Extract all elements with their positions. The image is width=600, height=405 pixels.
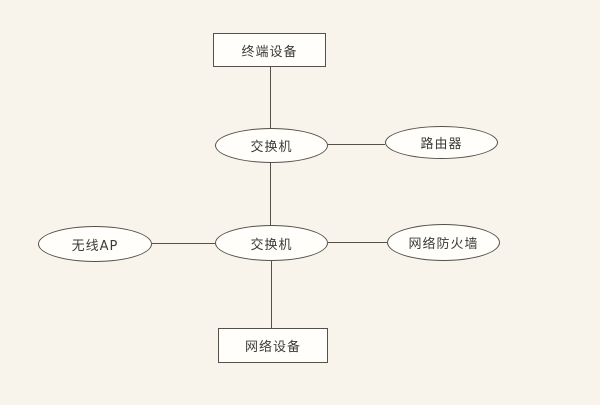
edge-switch-center-to-network-device	[271, 261, 272, 328]
edge-switch-top-to-router	[328, 144, 385, 145]
edge-terminal-to-switch-top	[270, 67, 271, 128]
node-terminal-device-label: 终端设备	[241, 44, 298, 60]
node-network-device-label: 网络设备	[244, 340, 301, 355]
edge-wireless-ap-to-switch-center	[152, 243, 215, 244]
node-network-device[interactable]: 网络设备	[218, 328, 328, 363]
node-switch-center[interactable]: 交换机	[215, 225, 328, 261]
node-firewall-label: 网络防火墙	[408, 237, 479, 252]
node-switch-center-label: 交换机	[250, 237, 293, 253]
node-router-label: 路由器	[420, 137, 463, 152]
node-router[interactable]: 路由器	[385, 126, 498, 159]
node-terminal-device[interactable]: 终端设备	[213, 33, 326, 67]
node-wireless-ap-label: 无线AP	[71, 238, 119, 254]
node-wireless-ap[interactable]: 无线AP	[38, 226, 152, 262]
edge-switch-top-to-switch-center	[270, 163, 271, 225]
edge-switch-center-to-firewall	[328, 242, 387, 243]
node-switch-top-label: 交换机	[250, 140, 293, 155]
node-firewall[interactable]: 网络防火墙	[387, 224, 500, 261]
node-switch-top[interactable]: 交换机	[215, 128, 328, 163]
